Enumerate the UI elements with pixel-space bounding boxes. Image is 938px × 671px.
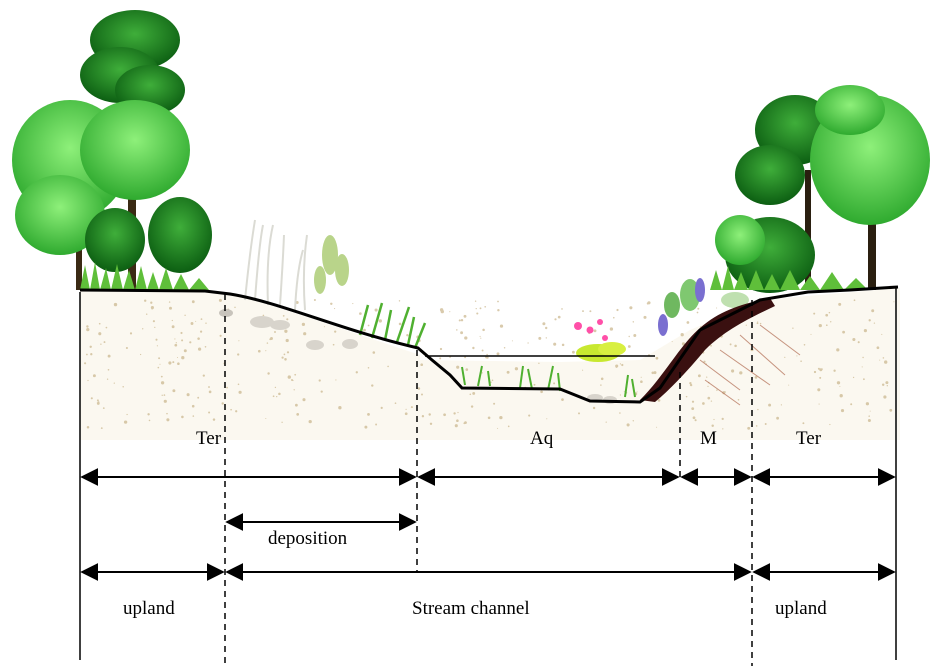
zone-arrows <box>80 468 896 581</box>
left-bank-vegetation <box>219 219 427 350</box>
label-upland-right: upland <box>775 598 827 619</box>
label-deposition: deposition <box>268 528 348 549</box>
label-upland-left: upland <box>123 598 175 619</box>
zone-boundaries <box>79 287 897 666</box>
eroding-bank <box>640 298 775 402</box>
label-m: M <box>700 428 717 449</box>
soil-layer <box>80 288 900 440</box>
label-ter-left: Ter <box>196 428 222 449</box>
right-bank-plants <box>658 278 749 336</box>
ground-profile-line <box>79 285 899 404</box>
right-trees-illustration <box>710 85 930 293</box>
bank-root-texture <box>699 324 801 406</box>
label-aq: Aq <box>530 428 554 449</box>
label-stream-channel: Stream channel <box>412 598 530 619</box>
label-ter-right: Ter <box>796 428 822 449</box>
left-trees-illustration <box>12 10 212 290</box>
